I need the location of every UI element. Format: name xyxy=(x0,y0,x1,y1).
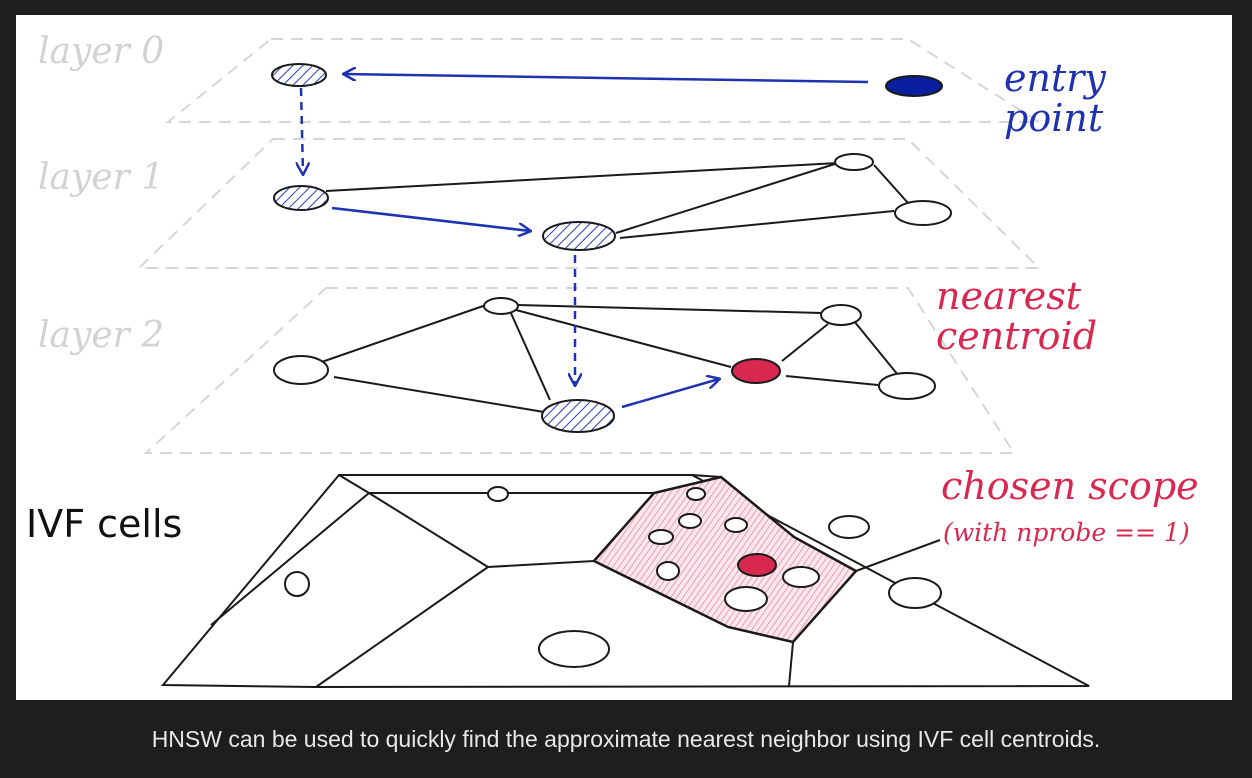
chosen-scope-note: (with nprobe == 1) xyxy=(943,518,1190,547)
nearest-centroid-line-2: centroid xyxy=(936,313,1098,358)
figure-caption: HNSW can be used to quickly find the app… xyxy=(151,726,1101,752)
layer-2-nodes xyxy=(273,297,936,433)
ivf-cells-plane xyxy=(160,474,1090,689)
layer-1-hop-arrow xyxy=(331,206,530,231)
diagram-canvas: layer 0 layer 1 layer 2 entry point near… xyxy=(16,15,1232,700)
layer-1-nodes xyxy=(273,153,952,251)
nearest-centroid-annotation: nearest centroid xyxy=(936,274,1098,358)
chosen-centroid xyxy=(737,553,777,577)
chosen-scope-label: chosen scope xyxy=(941,464,1199,508)
entry-point-line-1: entry xyxy=(1004,56,1106,100)
nearest-centroid-node xyxy=(731,358,781,384)
layer-0-plane xyxy=(165,38,1043,123)
nearest-centroid-line-1: nearest xyxy=(936,274,1082,318)
layer-2-edges xyxy=(312,304,899,413)
layer-0-nodes xyxy=(271,63,943,97)
layer-1-plane xyxy=(136,138,1042,269)
entry-arrow xyxy=(344,74,869,84)
entry-point-line-2: point xyxy=(1004,95,1104,140)
ivf-points xyxy=(284,486,942,668)
ivf-plane-outline xyxy=(160,474,1090,689)
layer-1-edges xyxy=(325,162,909,239)
layer-2-label: layer 2 xyxy=(38,315,165,356)
hnsw-ivf-diagram xyxy=(136,38,1090,689)
search-path xyxy=(301,74,869,409)
layer-2-plane xyxy=(143,287,1016,454)
ivf-cells-label: IVF cells xyxy=(26,502,183,546)
descend-arrow-0-1 xyxy=(301,87,303,174)
layer-0-label: layer 0 xyxy=(38,31,165,72)
entry-node xyxy=(885,75,943,97)
ivf-cell-boundaries xyxy=(210,474,941,688)
layer-2-hop-arrow xyxy=(621,379,719,409)
chosen-scope-cell xyxy=(591,475,858,644)
entry-point-annotation: entry point xyxy=(1004,56,1106,140)
layer-1-label: layer 1 xyxy=(38,157,165,198)
